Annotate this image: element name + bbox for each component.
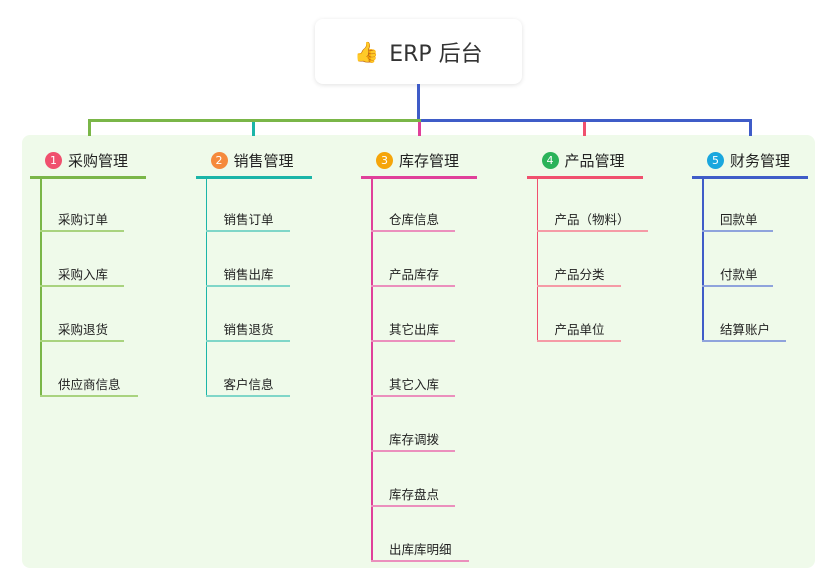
item-trunk <box>702 178 704 341</box>
list-item[interactable]: 付款单 <box>720 267 758 282</box>
root-connector <box>417 84 420 121</box>
list-item[interactable]: 销售出库 <box>223 267 274 282</box>
number-badge: 3 <box>376 152 393 169</box>
category-underline <box>361 176 477 179</box>
category-label: 销售管理 <box>233 152 294 170</box>
item-underline <box>205 395 290 397</box>
category-label: 产品管理 <box>564 152 625 170</box>
list-item[interactable]: 产品（物料） <box>554 212 630 227</box>
item-underline <box>40 395 138 397</box>
list-item[interactable]: 销售退货 <box>223 322 274 337</box>
category-5[interactable]: 5 财务管理 <box>707 150 790 171</box>
item-underline <box>371 340 455 342</box>
item-underline <box>371 560 469 562</box>
thumbs-up-icon: 👍 <box>354 39 380 64</box>
item-underline <box>371 450 455 452</box>
list-item[interactable]: 销售订单 <box>223 212 274 227</box>
list-item[interactable]: 库存盘点 <box>389 487 440 502</box>
list-item[interactable]: 仓库信息 <box>389 212 440 227</box>
item-underline <box>371 505 455 507</box>
item-underline <box>536 230 648 232</box>
item-trunk <box>536 178 538 341</box>
category-label: 采购管理 <box>68 152 129 170</box>
list-item[interactable]: 其它出库 <box>389 322 440 337</box>
list-item[interactable]: 客户信息 <box>223 377 274 392</box>
item-underline <box>205 285 290 287</box>
number-badge: 5 <box>707 152 724 169</box>
item-underline <box>536 340 621 342</box>
item-underline <box>40 340 124 342</box>
list-item[interactable]: 采购入库 <box>58 267 109 282</box>
item-trunk <box>371 178 373 561</box>
number-badge: 2 <box>210 152 228 169</box>
branch-connector <box>418 119 752 122</box>
item-underline <box>205 340 290 342</box>
item-underline <box>702 340 786 342</box>
category-underline <box>195 176 312 179</box>
content-background <box>22 135 815 568</box>
item-underline <box>371 230 455 232</box>
list-item[interactable]: 产品单位 <box>554 322 605 337</box>
list-item[interactable]: 其它入库 <box>389 377 440 392</box>
category-2[interactable]: 2 销售管理 <box>210 150 294 171</box>
list-item[interactable]: 供应商信息 <box>58 377 121 392</box>
category-underline <box>526 176 643 179</box>
category-4[interactable]: 4 产品管理 <box>541 150 625 171</box>
branch-connector <box>88 119 421 122</box>
branch-drop <box>418 121 421 136</box>
item-underline <box>371 285 455 287</box>
category-label: 财务管理 <box>730 152 791 170</box>
list-item[interactable]: 出库库明细 <box>389 542 452 557</box>
item-trunk <box>40 178 42 396</box>
branch-drop <box>88 119 91 136</box>
branch-drop <box>252 119 255 136</box>
item-underline <box>702 230 773 232</box>
item-underline <box>702 285 773 287</box>
item-underline <box>40 285 124 287</box>
list-item[interactable]: 采购退货 <box>58 322 109 337</box>
category-1[interactable]: 1 采购管理 <box>45 150 128 171</box>
list-item[interactable]: 产品分类 <box>554 267 605 282</box>
item-underline <box>536 285 621 287</box>
number-badge: 1 <box>45 152 62 169</box>
category-underline <box>30 176 146 179</box>
list-item[interactable]: 库存调拨 <box>389 432 440 447</box>
list-item[interactable]: 产品库存 <box>389 267 440 282</box>
list-item[interactable]: 回款单 <box>720 212 758 227</box>
item-underline <box>205 230 290 232</box>
item-underline <box>40 230 124 232</box>
root-node[interactable]: 👍 ERP 后台 <box>315 19 522 84</box>
branch-drop <box>583 119 586 136</box>
branch-drop <box>749 119 752 136</box>
category-underline <box>692 176 808 179</box>
item-underline <box>371 395 455 397</box>
root-title: ERP 后台 <box>389 41 483 67</box>
list-item[interactable]: 采购订单 <box>58 212 109 227</box>
list-item[interactable]: 结算账户 <box>720 322 771 337</box>
number-badge: 4 <box>541 152 559 169</box>
item-trunk <box>205 178 207 396</box>
category-3[interactable]: 3 库存管理 <box>376 150 459 171</box>
category-label: 库存管理 <box>399 152 460 170</box>
